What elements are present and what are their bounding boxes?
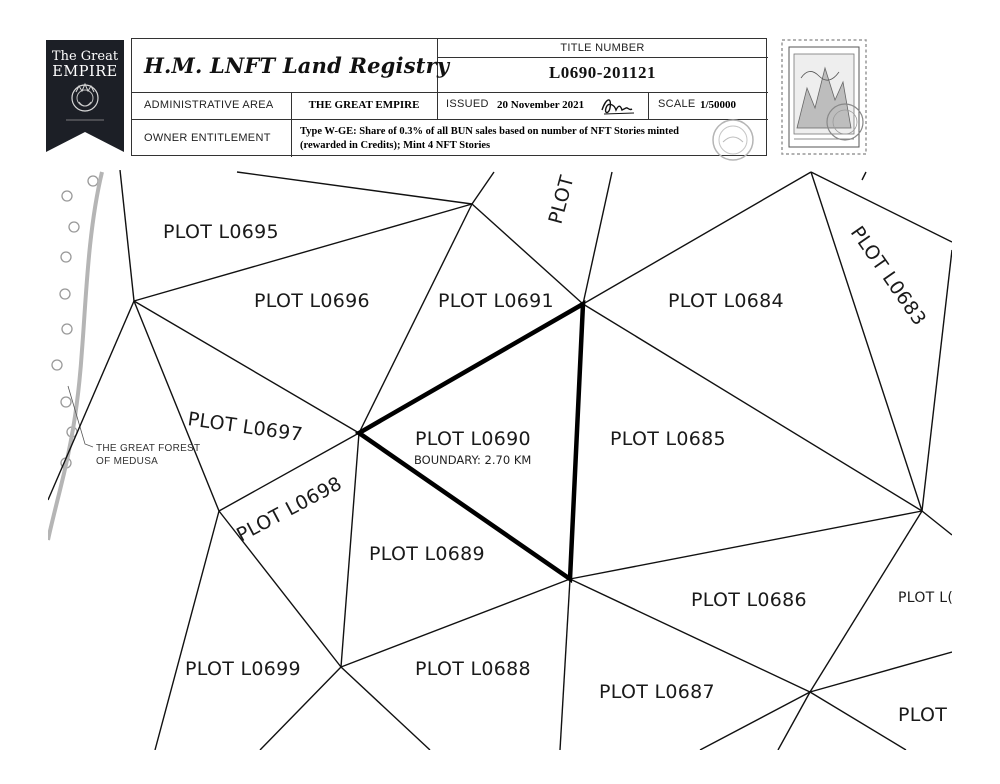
divider <box>132 119 768 120</box>
plot-label-l0698[interactable]: PLOT L0698 <box>233 473 346 547</box>
plot-label-l0688[interactable]: PLOT L0688 <box>415 658 531 680</box>
postage-stamp <box>779 38 869 156</box>
plot-label-l0689[interactable]: PLOT L0689 <box>369 543 485 565</box>
scale-value: 1/50000 <box>700 99 737 111</box>
plot-label-l0683[interactable]: PLOT L0683 <box>846 222 931 330</box>
registry-title: H.M. LNFT Land Registry <box>144 53 450 78</box>
owner-entitlement-line1: Type W-GE: Share of 0.3% of all BUN sale… <box>300 126 679 137</box>
plot-label-top[interactable]: PLOT <box>545 173 579 226</box>
divider <box>437 39 438 92</box>
divider <box>648 92 649 119</box>
banner-shape <box>46 40 124 152</box>
seal-stamp-icon <box>712 119 754 161</box>
divider <box>437 92 438 119</box>
plot-label-l0699[interactable]: PLOT L0699 <box>185 658 301 680</box>
plot-boundaries <box>48 170 952 750</box>
plot-label-l0695[interactable]: PLOT L0695 <box>163 221 279 243</box>
plot-l0690-boundary[interactable] <box>354 299 586 584</box>
title-number-label: TITLE NUMBER <box>560 42 645 54</box>
issued-value: 20 November 2021 <box>497 99 585 111</box>
divider <box>437 57 768 58</box>
plot-label-l0684[interactable]: PLOT L0684 <box>668 290 784 312</box>
signature-icon <box>601 99 635 115</box>
plot-label-right-partial[interactable]: PLOT L( <box>898 590 952 606</box>
plot-map-svg: PLOT L0695 PLOT L0696 PLOT L0691 PLOT L0… <box>48 170 952 750</box>
empire-banner: The Great EMPIRE <box>46 40 124 152</box>
forest-label-line2: OF MEDUSA <box>96 456 158 467</box>
forest-label-line1: THE GREAT FOREST <box>96 443 200 454</box>
owner-entitlement-line2: (rewarded in Credits); Mint 4 NFT Storie… <box>300 140 491 151</box>
forest-callout-line <box>67 385 94 448</box>
forest-river <box>48 171 104 541</box>
owner-entitlement-label: OWNER ENTITLEMENT <box>144 132 271 144</box>
title-header-table: H.M. LNFT Land Registry TITLE NUMBER L06… <box>131 38 768 161</box>
stamp-icon <box>781 39 867 155</box>
banner-line1: The Great <box>51 49 119 64</box>
plot-map: PLOT L0695 PLOT L0696 PLOT L0691 PLOT L0… <box>48 170 952 750</box>
admin-area-value: THE GREAT EMPIRE <box>308 99 420 111</box>
banner-line2: EMPIRE <box>52 64 118 80</box>
plot-label-l0697[interactable]: PLOT L0697 <box>186 408 304 446</box>
plot-label-l0686[interactable]: PLOT L0686 <box>691 589 807 611</box>
plot-label-l0685[interactable]: PLOT L0685 <box>610 428 726 450</box>
owner-entitlement-value: Type W-GE: Share of 0.3% of all BUN sale… <box>300 125 760 153</box>
plot-l0690-boundary-length: BOUNDARY: 2.70 KM <box>414 453 531 467</box>
plot-label-bottom-right-partial[interactable]: PLOT <box>898 704 947 726</box>
divider <box>291 92 292 157</box>
issued-label: ISSUED <box>446 98 489 110</box>
scale-label: SCALE <box>658 98 696 110</box>
admin-area-label: ADMINISTRATIVE AREA <box>144 99 274 111</box>
plot-label-l0690[interactable]: PLOT L0690 <box>415 428 531 450</box>
plot-label-l0691[interactable]: PLOT L0691 <box>438 290 554 312</box>
plot-label-l0687[interactable]: PLOT L0687 <box>599 681 715 703</box>
plot-label-l0696[interactable]: PLOT L0696 <box>254 290 370 312</box>
title-number: L0690-201121 <box>548 63 657 82</box>
divider <box>132 92 768 93</box>
